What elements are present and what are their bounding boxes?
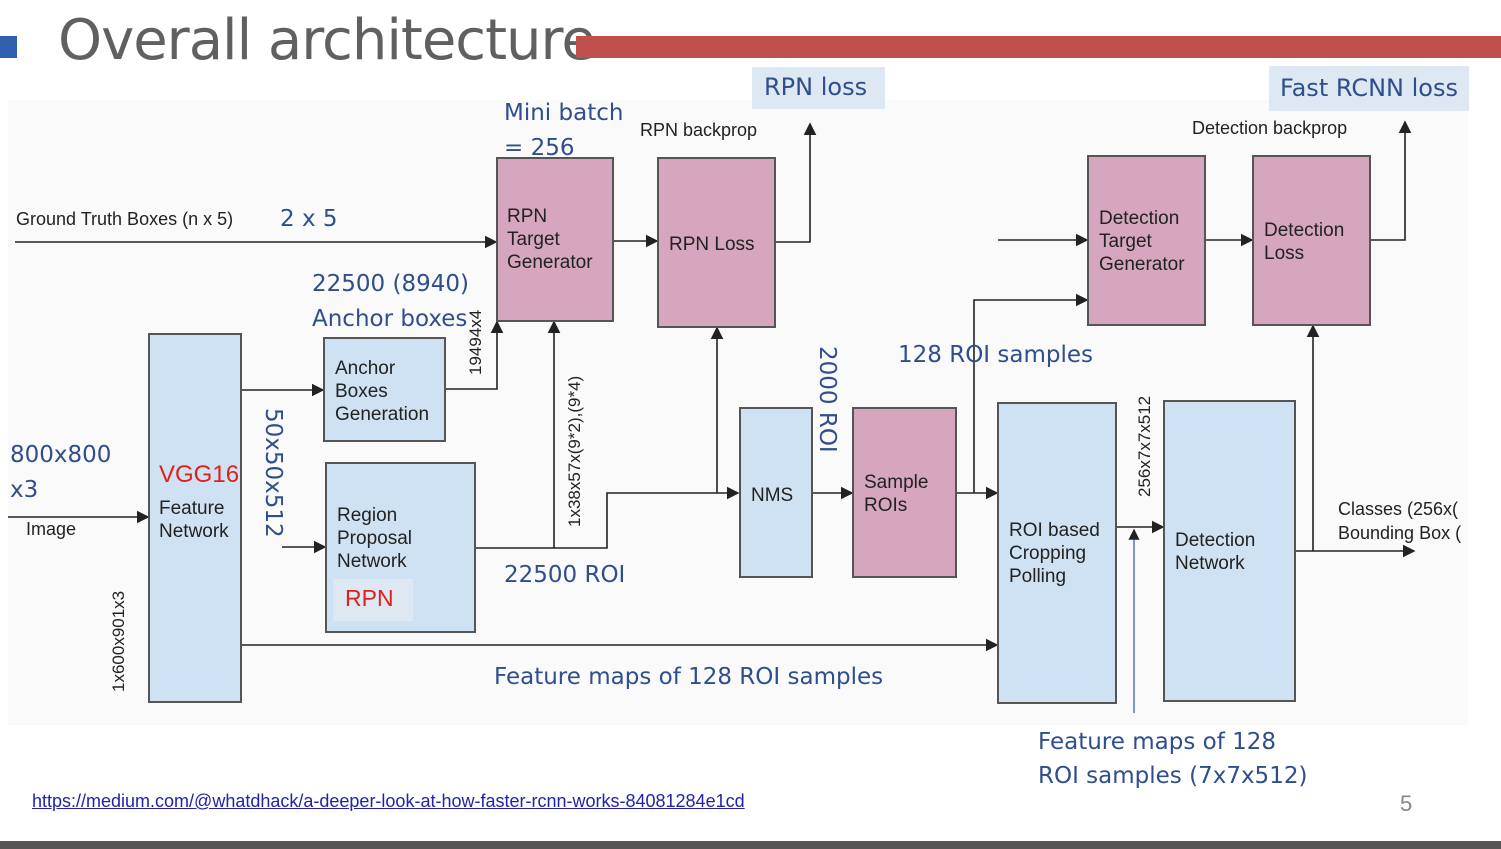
fast-rcnn-loss-highlight <box>1269 66 1469 111</box>
region-proposal-network-box: Region Proposal Network RPN <box>325 462 476 633</box>
roi-2000-label: 2000 ROI <box>814 346 840 453</box>
detection-backprop-label: Detection backprop <box>1192 118 1348 138</box>
vgg16-label: VGG16 <box>159 461 240 488</box>
feature-maps-note: Feature maps of 128 ROI samples (7x7x512… <box>1038 729 1308 789</box>
page-number: 5 <box>1400 791 1413 816</box>
bottom-bar <box>0 841 1501 849</box>
detection-loss-box: Detection Loss <box>1252 155 1371 326</box>
outputs-label: Classes (256x( Bounding Box ( <box>1338 499 1462 543</box>
feature-maps-128-label: Feature maps of 128 ROI samples <box>494 664 884 690</box>
rpn-loss-title: RPN loss <box>764 73 868 101</box>
crop-dims-label: 256x7x7x512 <box>1135 395 1154 497</box>
ground-truth-dims: 2 x 5 <box>280 206 338 232</box>
detection-target-generator-box: Detection Target Generator <box>1087 155 1206 326</box>
roi-22500-label: 22500 ROI <box>504 562 626 588</box>
rpn-loss-box: RPN Loss <box>657 157 776 328</box>
rpn-output-dims-label: 1x38x57x(9*2),(9*4) <box>565 375 584 527</box>
detection-network-box: Detection Network <box>1163 400 1296 702</box>
title-marker <box>0 36 17 58</box>
anchor-boxes-generation-box: Anchor Boxes Generation <box>323 337 446 442</box>
anchor-dims-label: 19494x4 <box>466 309 485 375</box>
fast-rcnn-loss-title: Fast RCNN loss <box>1280 74 1458 102</box>
roi-cropping-box: ROI based Cropping Polling <box>997 402 1117 704</box>
rpn-target-generator-box: RPN Target Generator <box>496 157 614 322</box>
rpn-tag: RPN <box>345 585 394 611</box>
vgg16-feature-network-box: VGG16 Feature Network <box>148 333 242 703</box>
region-proposal-network-label: Region Proposal Network <box>337 505 412 572</box>
rpn-backprop-label: RPN backprop <box>640 120 758 140</box>
title-accent-bar <box>576 36 1501 58</box>
anchor-boxes-count: 22500 (8940) Anchor boxes <box>312 271 469 332</box>
mini-batch-label: Mini batch = 256 <box>504 100 624 161</box>
nms-box: NMS <box>739 407 813 578</box>
roi-128-label: 128 ROI samples <box>898 342 1093 368</box>
sample-rois-box: Sample ROIs <box>852 407 957 578</box>
rpn-loss-highlight <box>752 67 885 109</box>
ground-truth-label: Ground Truth Boxes (n x 5) <box>16 209 234 229</box>
slide-title: Overall architecture <box>58 8 596 73</box>
feature-dims-label: 50x50x512 <box>260 408 286 538</box>
feature-network-label: Feature Network <box>159 498 229 542</box>
source-link[interactable]: https://medium.com/@whatdhack/a-deeper-l… <box>32 791 745 811</box>
input-size-label: 800x800 x3 <box>10 442 112 503</box>
image-label: Image <box>26 519 77 539</box>
vgg-input-dims-label: 1x600x901x3 <box>109 590 128 692</box>
